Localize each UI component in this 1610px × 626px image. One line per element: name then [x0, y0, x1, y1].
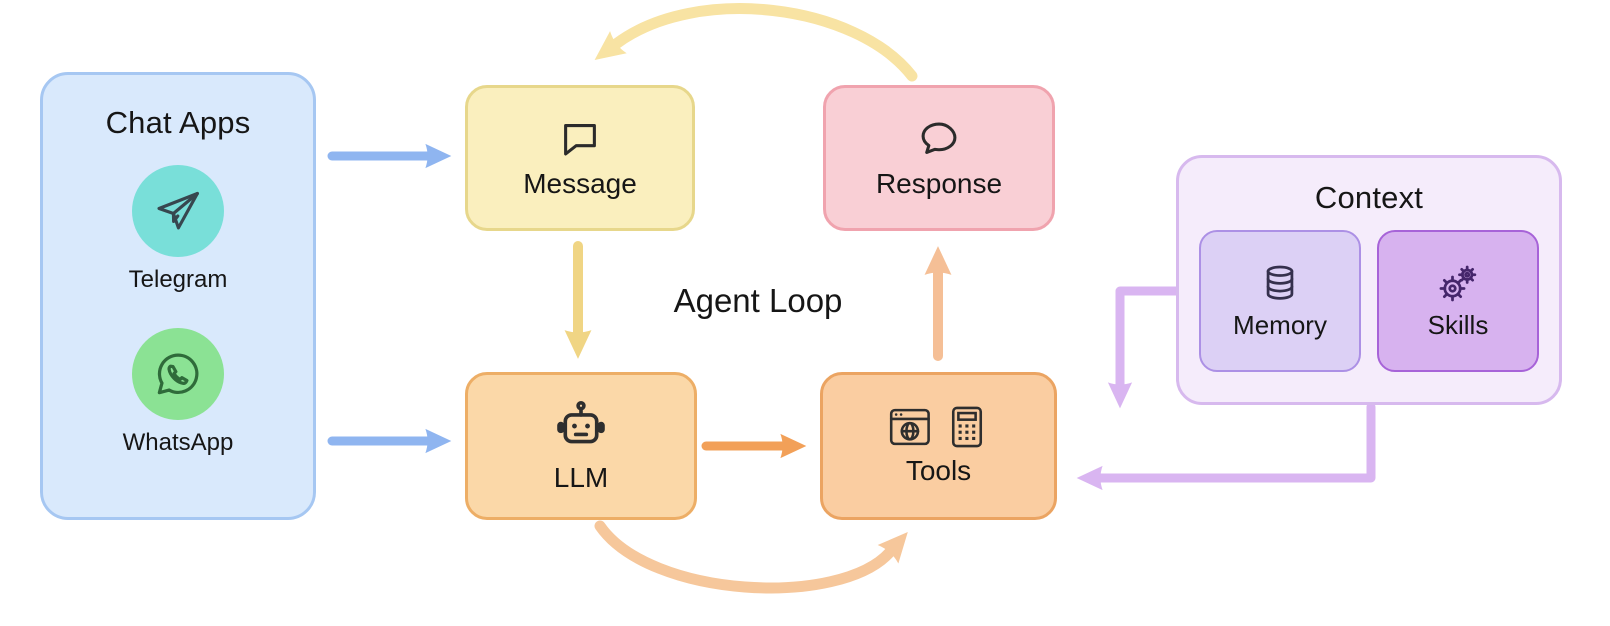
- database-icon: [1258, 261, 1302, 305]
- skills-label: Skills: [1427, 310, 1489, 340]
- gears-icon: [1436, 261, 1480, 305]
- context-row: Memory: [1179, 230, 1559, 372]
- tools-label: Tools: [905, 455, 972, 486]
- node-response: Response: [823, 85, 1055, 231]
- telegram-label: Telegram: [128, 266, 228, 293]
- node-tools: Tools: [820, 372, 1057, 520]
- robot-icon: [552, 398, 610, 456]
- arrow-llm-to-tools-loop: [594, 520, 908, 594]
- whatsapp-label: WhatsApp: [122, 429, 234, 456]
- calculator-icon: [945, 405, 989, 449]
- chat-apps-title: Chat Apps: [105, 105, 251, 140]
- context-title: Context: [1314, 180, 1424, 215]
- node-message: Message: [465, 85, 695, 231]
- agent-loop-label: Agent Loop: [673, 282, 843, 319]
- telegram-icon: [132, 165, 224, 257]
- tools-icons: [889, 405, 989, 449]
- whatsapp-icon: [132, 328, 224, 420]
- message-label: Message: [523, 168, 637, 199]
- subnode-skills: Skills: [1377, 230, 1539, 372]
- response-label: Response: [875, 168, 1003, 199]
- chat-apps-panel: Chat Apps Telegram WhatsApp: [40, 72, 316, 520]
- memory-label: Memory: [1233, 310, 1327, 340]
- browser-globe-icon: [889, 405, 933, 449]
- arrow-context-to-tools-side: [1076, 402, 1376, 491]
- round-chat-bubble-icon: [916, 116, 962, 162]
- node-llm: LLM: [465, 372, 697, 520]
- context-panel: Context Memory: [1176, 155, 1562, 405]
- arrow-context-to-tools-top: [1107, 286, 1181, 409]
- llm-label: LLM: [553, 462, 609, 493]
- subnode-memory: Memory: [1199, 230, 1361, 372]
- square-chat-bubble-icon: [557, 116, 603, 162]
- arrow-response-to-message-loop: [594, 3, 918, 82]
